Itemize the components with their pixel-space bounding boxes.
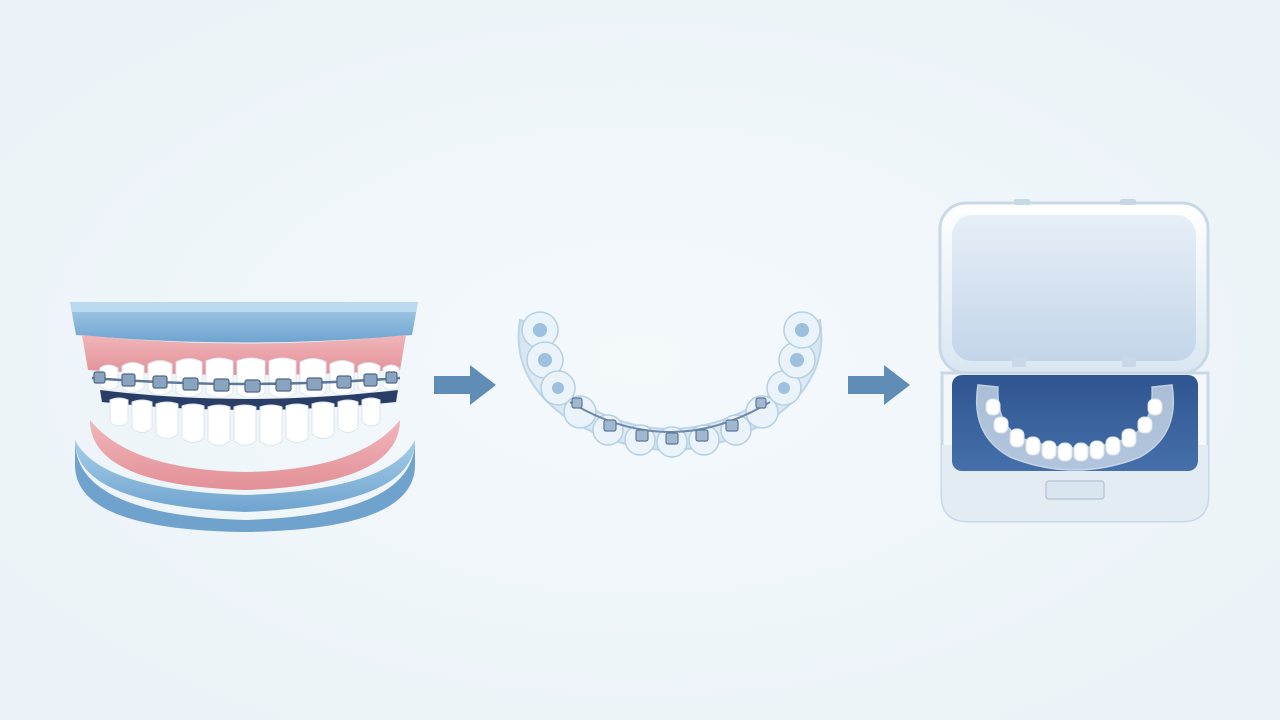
arrow-right-icon xyxy=(432,362,498,408)
arrow-right-icon xyxy=(846,362,912,408)
dental-model-with-braces-icon xyxy=(60,290,430,532)
retainer-in-storage-case-icon xyxy=(930,195,1220,535)
clear-retainer-with-brackets-icon xyxy=(500,290,840,480)
